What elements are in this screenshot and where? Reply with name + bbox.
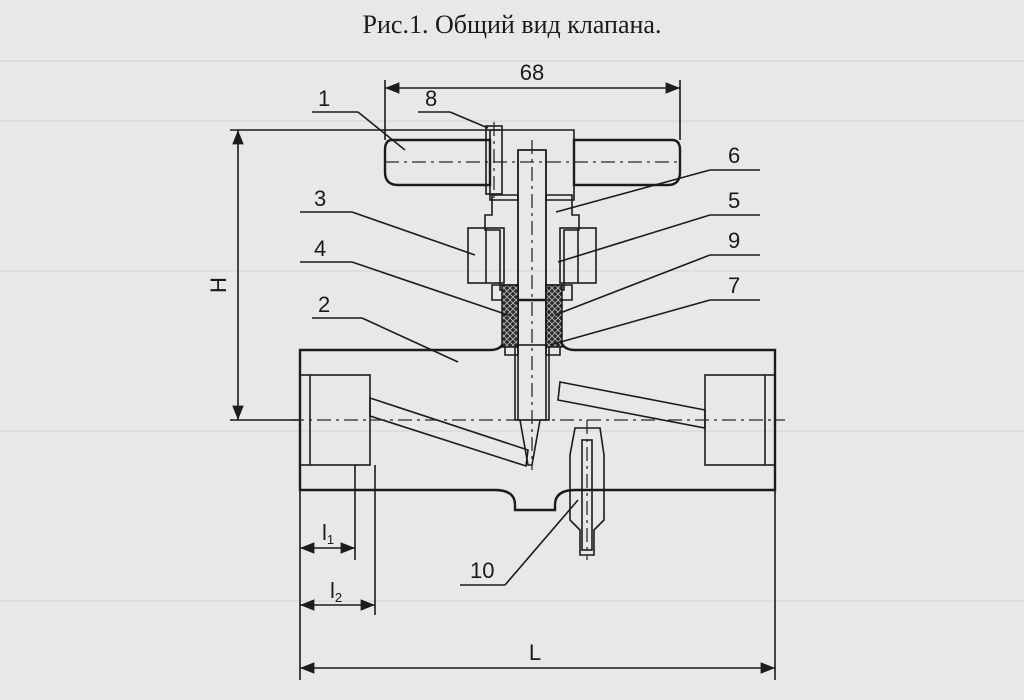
dimension-l2: l2 (300, 465, 376, 615)
valve-body (298, 298, 777, 512)
callout-4: 4 (314, 236, 326, 261)
gland-assembly (467, 194, 597, 356)
callout-2: 2 (318, 292, 330, 317)
callout-10: 10 (470, 558, 494, 583)
callout-1: 1 (318, 86, 330, 111)
dimension-l-label: L (529, 640, 541, 665)
dimension-l: L (299, 490, 776, 680)
dimension-l1: l1 (300, 465, 356, 560)
callout-9: 9 (728, 228, 740, 253)
callout-8: 8 (425, 86, 437, 111)
callout-6: 6 (728, 143, 740, 168)
callout-3: 3 (314, 186, 326, 211)
dimension-h: H (206, 129, 500, 421)
handwheel (383, 122, 682, 201)
callout-5: 5 (728, 188, 740, 213)
packing-rings (501, 284, 563, 348)
dimension-68-label: 68 (520, 60, 544, 85)
callout-7: 7 (728, 273, 740, 298)
callout-labels: 1 8 3 4 2 6 5 9 7 10 (314, 86, 740, 583)
figure-title: Рис.1. Общий вид клапана. (362, 10, 662, 39)
dimension-h-label: H (206, 277, 231, 293)
callout-leaders (300, 111, 760, 586)
background-text-lines (0, 60, 1024, 602)
drain-nipple (569, 420, 605, 560)
dimension-l2-label: l2 (330, 578, 342, 605)
dimension-l1-label: l1 (322, 520, 334, 547)
